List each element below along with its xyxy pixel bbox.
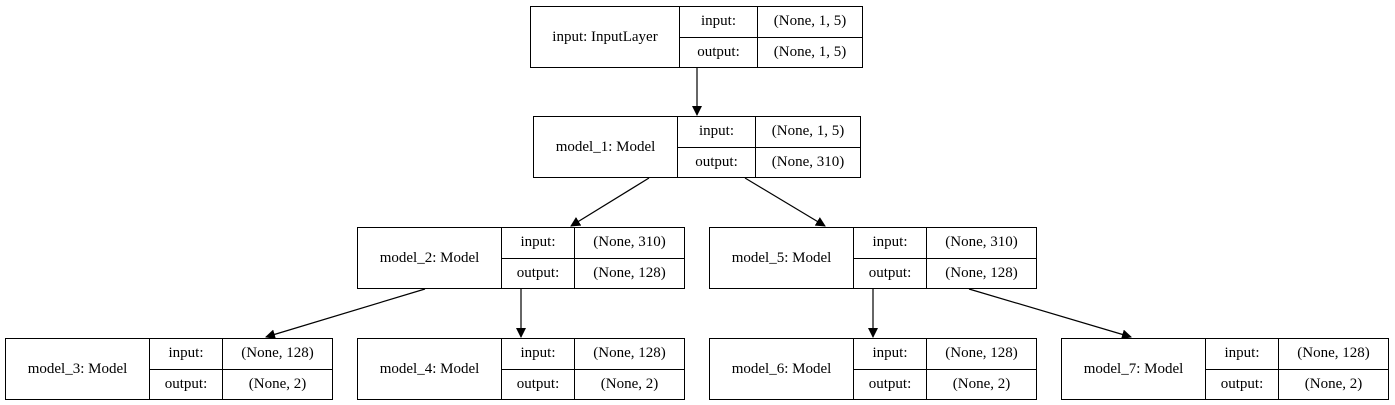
input-label: input: <box>854 339 927 369</box>
input-label: input: <box>502 339 575 369</box>
node-ports: input: (None, 310) output: (None, 128) <box>854 228 1036 288</box>
input-shape: (None, 128) <box>1297 345 1370 362</box>
output-shape: (None, 2) <box>952 375 1011 392</box>
node-ports: input: (None, 128) output: (None, 2) <box>1206 339 1388 399</box>
output-label: output: <box>502 258 575 288</box>
node-ports: input: (None, 128) output: (None, 2) <box>854 339 1036 399</box>
input-row: input: (None, 128) <box>502 339 684 369</box>
node-name: model_5: Model <box>710 228 854 288</box>
input-row: input: (None, 1, 5) <box>678 117 860 147</box>
output-label: output: <box>680 37 758 67</box>
node-name: model_4: Model <box>358 339 502 399</box>
output-row: output: (None, 1, 5) <box>680 36 862 67</box>
output-row: output: (None, 128) <box>854 257 1036 288</box>
edge-arrow-model_1-to-model_2 <box>570 177 650 227</box>
node-ports: input: (None, 1, 5) output: (None, 1, 5) <box>680 7 862 67</box>
output-label: output: <box>854 369 927 399</box>
input-shape: (None, 310) <box>945 234 1018 251</box>
input-label: input: <box>150 339 223 369</box>
input-label: input: <box>678 117 756 147</box>
node-ports: input: (None, 128) output: (None, 2) <box>502 339 684 399</box>
output-shape: (None, 128) <box>945 264 1018 281</box>
node-name: model_7: Model <box>1062 339 1206 399</box>
input-shape: (None, 1, 5) <box>771 123 845 140</box>
output-row: output: (None, 2) <box>854 368 1036 399</box>
output-shape: (None, 2) <box>248 375 307 392</box>
output-label: output: <box>502 369 575 399</box>
output-label: output: <box>150 369 223 399</box>
node-name: model_3: Model <box>6 339 150 399</box>
input-shape: (None, 310) <box>593 234 666 251</box>
input-row: input: (None, 310) <box>502 228 684 258</box>
node-name: input: InputLayer <box>531 7 680 67</box>
output-row: output: (None, 2) <box>150 368 332 399</box>
output-row: output: (None, 128) <box>502 257 684 288</box>
output-row: output: (None, 2) <box>502 368 684 399</box>
edge-arrow-model_2-to-model_3 <box>265 288 426 340</box>
output-shape: (None, 1, 5) <box>773 43 847 60</box>
edge-arrow-model_1-to-model_5 <box>744 177 826 227</box>
output-label: output: <box>1206 369 1279 399</box>
node-ports: input: (None, 1, 5) output: (None, 310) <box>678 117 860 177</box>
output-label: output: <box>678 147 756 177</box>
input-shape: (None, 1, 5) <box>773 13 847 30</box>
node-name: model_2: Model <box>358 228 502 288</box>
input-label: input: <box>854 228 927 258</box>
input-row: input: (None, 128) <box>1206 339 1388 369</box>
output-shape: (None, 2) <box>1304 375 1363 392</box>
node-ports: input: (None, 310) output: (None, 128) <box>502 228 684 288</box>
node-ports: input: (None, 128) output: (None, 2) <box>150 339 332 399</box>
node-name: model_1: Model <box>534 117 678 177</box>
input-label: input: <box>502 228 575 258</box>
input-row: input: (None, 1, 5) <box>680 7 862 37</box>
output-label: output: <box>854 258 927 288</box>
input-shape: (None, 128) <box>593 345 666 362</box>
input-label: input: <box>680 7 758 37</box>
output-shape: (None, 2) <box>600 375 659 392</box>
output-shape: (None, 128) <box>593 264 666 281</box>
input-shape: (None, 128) <box>945 345 1018 362</box>
node-name: model_6: Model <box>710 339 854 399</box>
input-row: input: (None, 310) <box>854 228 1036 258</box>
input-row: input: (None, 128) <box>854 339 1036 369</box>
input-shape: (None, 128) <box>241 345 314 362</box>
output-row: output: (None, 2) <box>1206 368 1388 399</box>
input-label: input: <box>1206 339 1279 369</box>
input-row: input: (None, 128) <box>150 339 332 369</box>
output-row: output: (None, 310) <box>678 146 860 177</box>
output-shape: (None, 310) <box>771 153 845 170</box>
edge-arrow-model_5-to-model_7 <box>968 288 1132 340</box>
